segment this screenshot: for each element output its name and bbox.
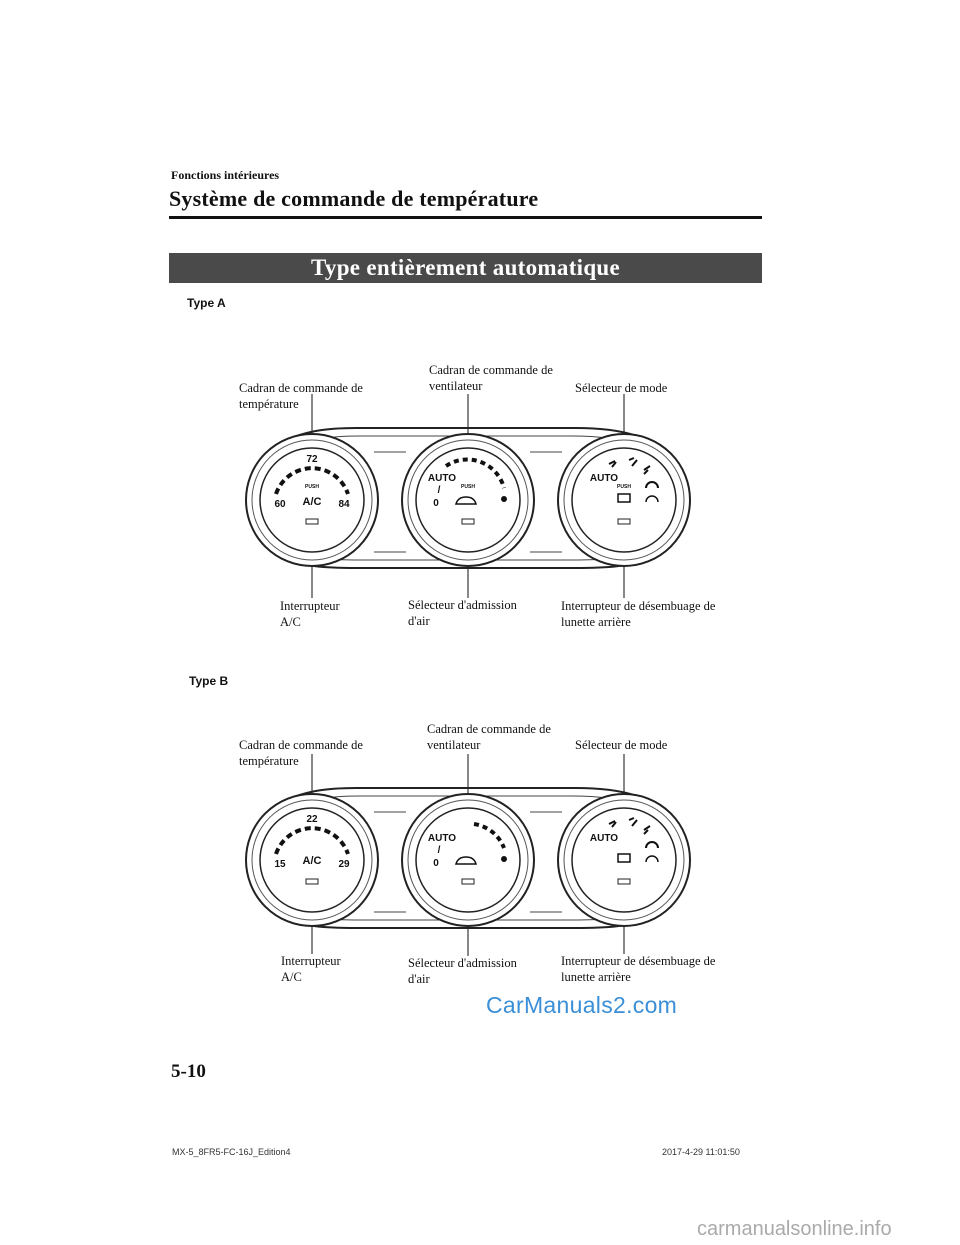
fan-icon: [501, 856, 507, 862]
type-b-ac-label[interactable]: A/C: [303, 855, 322, 867]
car-recirculation-icon: [455, 496, 477, 505]
vent-bilevel-icon: [628, 457, 638, 467]
page-number: 5-10: [171, 1061, 206, 1082]
watermark-text: CarManuals2.com: [486, 992, 678, 1018]
defrost-feet-icon: [645, 495, 659, 503]
type-b-temp-top: 22: [306, 814, 318, 825]
type-a-callout-ac-switch: Interrupteur A/C: [280, 599, 340, 629]
type-b-temp-dial[interactable]: 22 15 29 A/C: [245, 793, 379, 927]
rear-defog-icon: [617, 853, 631, 863]
type-a-callout-rear-defog: Interrupteur de désembuage de lunette ar…: [561, 599, 716, 629]
type-a-defog-indicator: [617, 518, 631, 525]
type-a-mode-dial[interactable]: AUTO PUSH: [557, 433, 691, 567]
type-a-callout-air-intake: Sélecteur d'admission d'air: [408, 598, 517, 628]
type-a-mode-push: PUSH: [617, 484, 631, 490]
windshield-defrost-icon: [645, 481, 659, 489]
type-b-temp-high: 29: [338, 859, 350, 870]
type-a-fan-zero: 0: [433, 498, 439, 509]
section-label: Fonctions intérieures: [171, 168, 280, 182]
page-title: Système de commande de température: [169, 186, 539, 211]
type-b-callout-temp-dial: Cadran de commande de température: [239, 738, 363, 768]
type-b-callout-ac-switch: Interrupteur A/C: [281, 954, 341, 984]
type-a-mode-auto: AUTO: [590, 473, 618, 484]
fan-icon: [501, 496, 507, 502]
type-b-defog-indicator: [617, 878, 631, 885]
vent-face-icon: [608, 820, 617, 828]
type-b-mode-dial[interactable]: AUTO: [557, 793, 691, 927]
type-a-temp-top: 72: [306, 454, 318, 465]
type-a-fan-auto: AUTO: [428, 473, 456, 484]
type-b-callout-air-intake: Sélecteur d'admission d'air: [408, 956, 517, 986]
type-b-callout-mode-selector: Sélecteur de mode: [575, 738, 668, 752]
type-b-fan-zero: 0: [433, 858, 439, 869]
defrost-feet-icon: [645, 855, 659, 863]
vent-bilevel-icon: [628, 817, 638, 827]
type-b-temp-low: 15: [274, 859, 286, 870]
type-a-temp-push: PUSH: [305, 484, 319, 490]
type-a-callout-mode-selector: Sélecteur de mode: [575, 381, 668, 395]
title-rule: [169, 216, 762, 219]
type-b-fan-dial[interactable]: AUTO / 0: [401, 793, 535, 927]
type-a-callout-fan-dial: Cadran de commande de ventilateur: [429, 363, 553, 393]
type-a-fan-slash: /: [438, 485, 441, 496]
type-b-label: Type B: [189, 674, 229, 688]
type-a-climate-panel: 72 60 84 PUSH A/C AUTO / 0 PUSH AUTO PUS…: [245, 394, 691, 598]
band-title: Type entièrement automatique: [169, 253, 762, 283]
footer-edition: MX-5_8FR5-FC-16J_Edition4: [172, 1147, 291, 1157]
type-a-temp-dial[interactable]: 72 60 84 PUSH A/C: [245, 433, 379, 567]
site-watermark: carmanualsonline.info: [697, 1218, 892, 1240]
type-b-ac-indicator: [305, 878, 319, 885]
type-a-ac-label[interactable]: A/C: [303, 496, 322, 508]
type-b-intake-indicator: [461, 878, 475, 885]
type-a-ac-indicator: [305, 518, 319, 525]
type-b-mode-auto: AUTO: [590, 833, 618, 844]
type-b-climate-panel: 22 15 29 A/C AUTO / 0 AUTO: [245, 754, 691, 956]
vent-feet-icon: [643, 465, 651, 475]
type-b-callout-rear-defog: Interrupteur de désembuage de lunette ar…: [561, 954, 716, 984]
type-b-callout-fan-dial: Cadran de commande de ventilateur: [427, 722, 551, 752]
type-a-label: Type A: [187, 296, 226, 310]
type-b-fan-slash: /: [438, 845, 441, 856]
car-recirculation-icon: [455, 856, 477, 865]
rear-defog-icon: [617, 493, 631, 503]
type-a-temp-high: 84: [338, 499, 350, 510]
type-a-callout-temp-dial: Cadran de commande de température: [239, 381, 363, 411]
windshield-defrost-icon: [645, 841, 659, 849]
vent-feet-icon: [643, 825, 651, 835]
type-a-fan-push: PUSH: [461, 484, 475, 490]
footer-timestamp: 2017-4-29 11:01:50: [662, 1147, 740, 1157]
type-a-fan-dial[interactable]: AUTO / 0 PUSH: [401, 433, 535, 567]
type-a-temp-low: 60: [274, 499, 286, 510]
vent-face-icon: [608, 460, 617, 468]
type-a-intake-indicator: [461, 518, 475, 525]
type-b-fan-auto: AUTO: [428, 833, 456, 844]
